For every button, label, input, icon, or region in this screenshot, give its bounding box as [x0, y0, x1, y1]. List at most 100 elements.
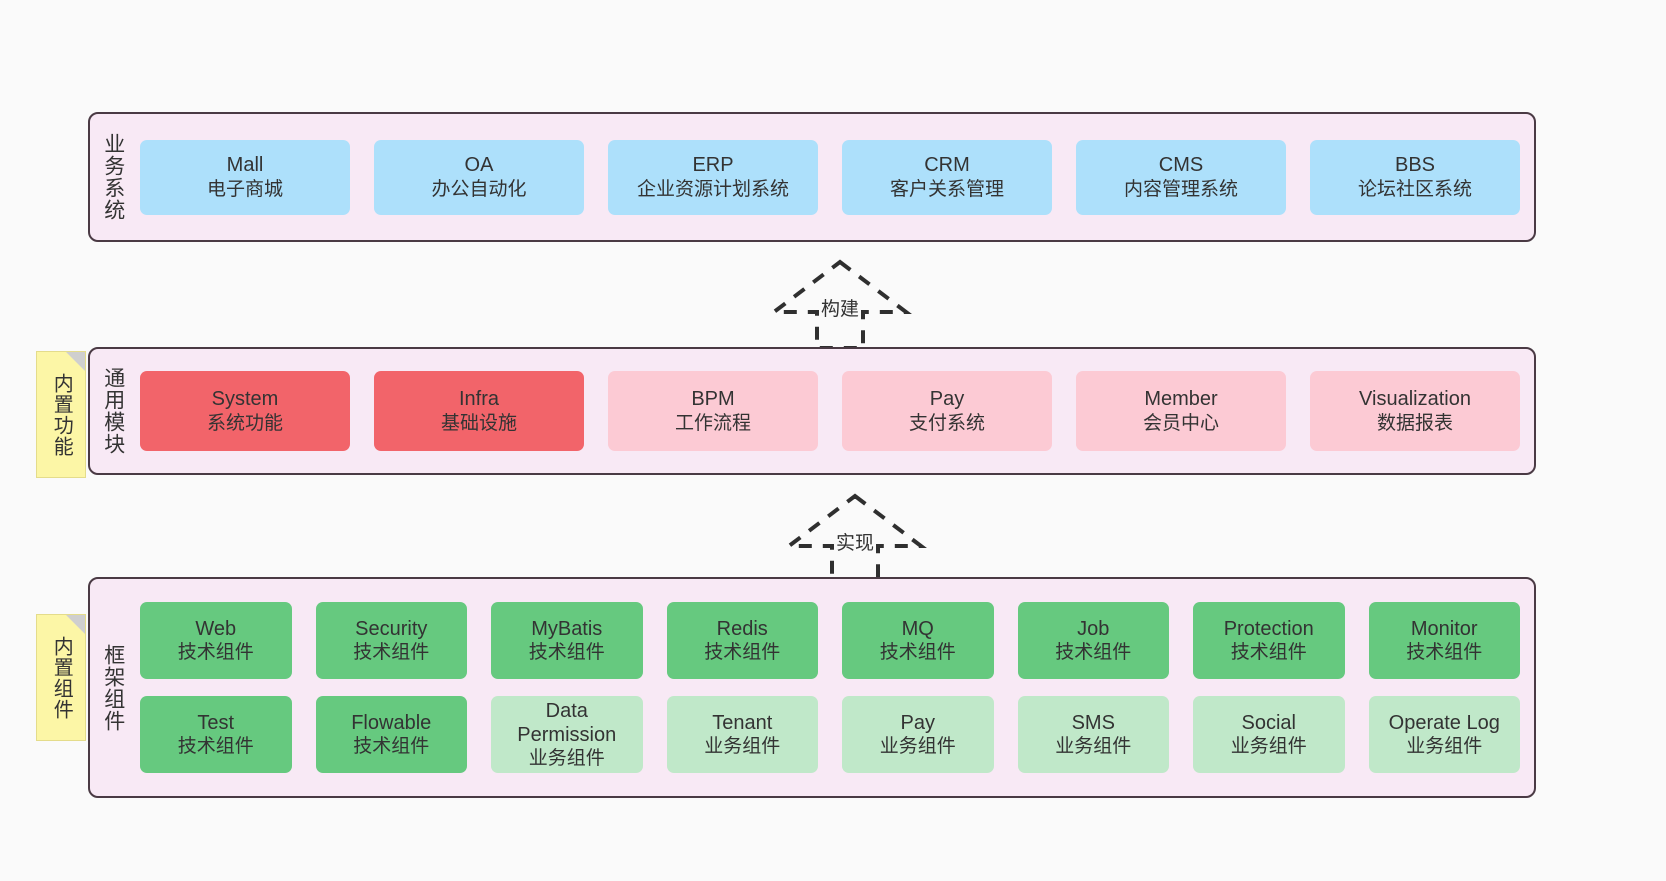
card-title-cn: 技术组件: [353, 736, 430, 758]
card-title-en: Social: [1241, 711, 1296, 734]
card-title-en: MQ: [901, 617, 934, 640]
card-title-cn: 技术组件: [879, 642, 956, 664]
connector-build-shape: [768, 259, 912, 350]
card-title-cn: 会员中心: [1142, 412, 1219, 434]
card-title-en: ERP: [692, 154, 734, 177]
note-built-in-functions-label: 内置功能: [50, 372, 73, 457]
card-title-cn: 论坛社区系统: [1357, 178, 1472, 200]
note-built-in-components: 内置组件: [36, 614, 86, 741]
card-title-cn: 技术组件: [1055, 642, 1132, 664]
card-title-en: CRM: [924, 154, 970, 177]
connector-implement: 实现: [775, 492, 935, 584]
card-title-cn: 业务组件: [1406, 736, 1483, 758]
card-title-en: MyBatis: [531, 617, 603, 640]
card-title-en: BPM: [691, 388, 735, 411]
card-title-cn: 工作流程: [674, 412, 751, 434]
card-title-cn: 业务组件: [1055, 736, 1132, 758]
note-fold-icon: [66, 615, 85, 634]
card-title-cn: 系统功能: [206, 412, 283, 434]
card-title-cn: 业务组件: [1230, 736, 1307, 758]
card-title-en: Pay: [900, 711, 935, 734]
card-title-en: Mall: [226, 154, 264, 177]
card-title-cn: 技术组件: [1406, 642, 1483, 664]
card-title-en: Web: [195, 617, 237, 640]
card-title-en: Data Permission: [517, 699, 617, 746]
card-title-cn: 业务组件: [528, 748, 605, 770]
card-title-en: Visualization: [1359, 388, 1471, 411]
card-title-cn: 企业资源计划系统: [636, 178, 789, 200]
card-title-en: Pay: [929, 388, 965, 411]
card-title-en: Test: [197, 711, 235, 734]
card-title-cn: 办公自动化: [431, 178, 527, 200]
card-title-cn: 数据报表: [1376, 412, 1453, 434]
card-title-en: Member: [1144, 388, 1218, 411]
card-title-en: System: [211, 388, 279, 411]
layer-common-title: 通用模块: [101, 367, 125, 455]
layer-framework-title: 框架组件: [101, 643, 125, 732]
card-title-en: OA: [464, 154, 494, 177]
card-title-en: Tenant: [712, 711, 773, 734]
card-title-cn: 业务组件: [704, 736, 781, 758]
card-title-en: BBS: [1394, 154, 1436, 177]
card-title-cn: 技术组件: [177, 642, 254, 664]
card-title-en: Infra: [458, 388, 500, 411]
card-title-en: Security: [355, 617, 428, 640]
layer-business-title: 业务系统: [101, 133, 125, 221]
card-title-en: Redis: [716, 617, 768, 640]
card-title-en: Flowable: [351, 711, 432, 734]
note-built-in-components-label: 内置组件: [50, 635, 73, 720]
card-title-cn: 技术组件: [1230, 642, 1307, 664]
connector-implement-shape: [783, 493, 927, 584]
card-title-cn: 内容管理系统: [1123, 178, 1238, 200]
card-title-cn: 技术组件: [704, 642, 781, 664]
note-fold-icon: [66, 352, 85, 371]
card-title-en: CMS: [1158, 154, 1204, 177]
card-title-cn: 业务组件: [879, 736, 956, 758]
card-title-cn: 技术组件: [177, 736, 254, 758]
card-title-cn: 技术组件: [528, 642, 605, 664]
note-built-in-functions: 内置功能: [36, 351, 86, 478]
card-title-en: Operate Log: [1388, 711, 1500, 734]
card-title-cn: 技术组件: [353, 642, 430, 664]
card-title-cn: 基础设施: [440, 412, 517, 434]
card-title-en: Monitor: [1410, 617, 1478, 640]
card-title-cn: 电子商城: [206, 178, 283, 200]
